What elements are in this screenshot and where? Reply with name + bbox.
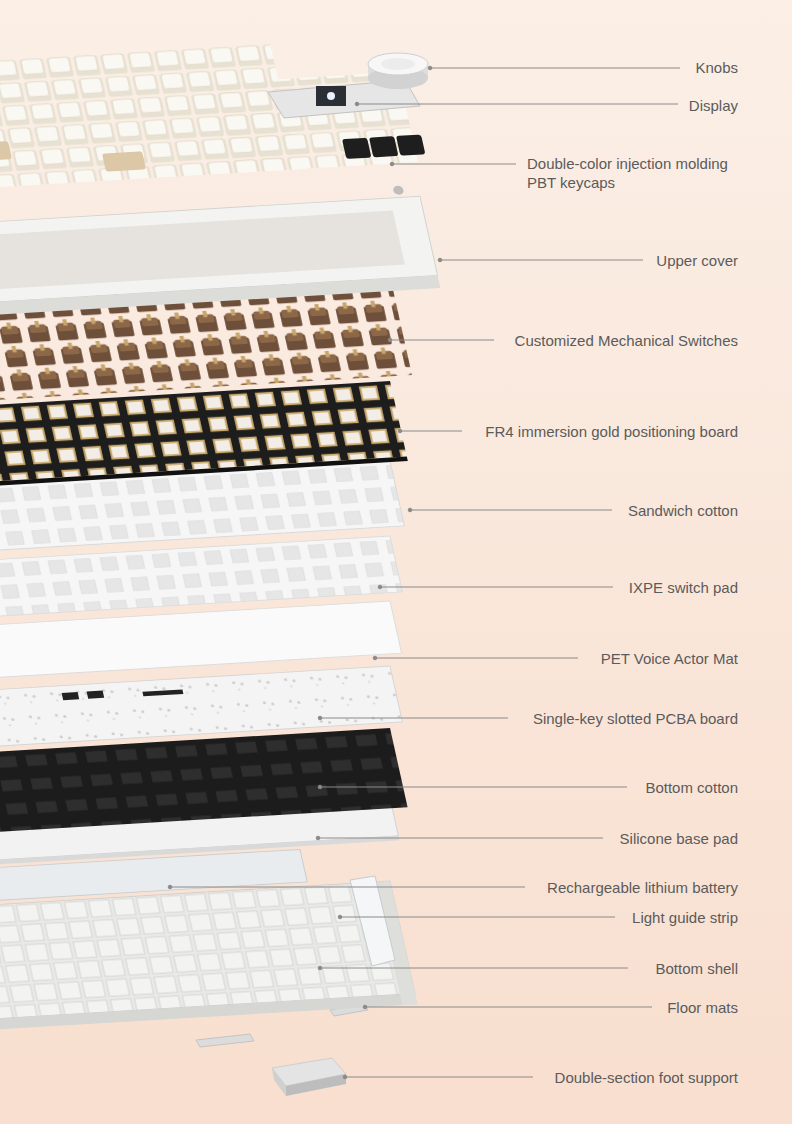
part-label: Display — [689, 96, 738, 115]
knob — [368, 53, 428, 89]
bottom-shell — [0, 881, 417, 1037]
light-guide-strip — [350, 876, 395, 966]
fr4-plate — [0, 381, 408, 494]
foot-support — [272, 1058, 346, 1096]
pcba-board — [0, 666, 402, 755]
part-label: Bottom shell — [655, 959, 738, 978]
part-label: Single-key slotted PCBA board — [533, 709, 738, 728]
part-label: FR4 immersion gold positioning board — [485, 422, 738, 441]
part-label: Customized Mechanical Switches — [515, 331, 738, 350]
part-label: Rechargeable lithium battery — [547, 878, 738, 897]
part-label: Silicone base pad — [620, 829, 738, 848]
keycaps — [0, 35, 427, 195]
part-label: Sandwich cotton — [628, 501, 738, 520]
part-label: Light guide strip — [632, 908, 738, 927]
part-label: Bottom cotton — [645, 778, 738, 797]
pet-mat — [0, 601, 402, 686]
part-label: Double-color injection molding PBT keyca… — [527, 154, 742, 192]
part-label: PET Voice Actor Mat — [601, 649, 738, 668]
part-label: Upper cover — [656, 251, 738, 270]
upper-cover — [0, 185, 440, 323]
part-label: Knobs — [695, 58, 738, 77]
bottom-cotton — [0, 728, 408, 840]
leader-lines — [168, 66, 680, 1079]
part-label: Floor mats — [667, 998, 738, 1017]
ixpe-pad — [0, 536, 402, 625]
part-label: Double-section foot support — [555, 1068, 738, 1087]
part-label: IXPE switch pad — [629, 578, 738, 597]
